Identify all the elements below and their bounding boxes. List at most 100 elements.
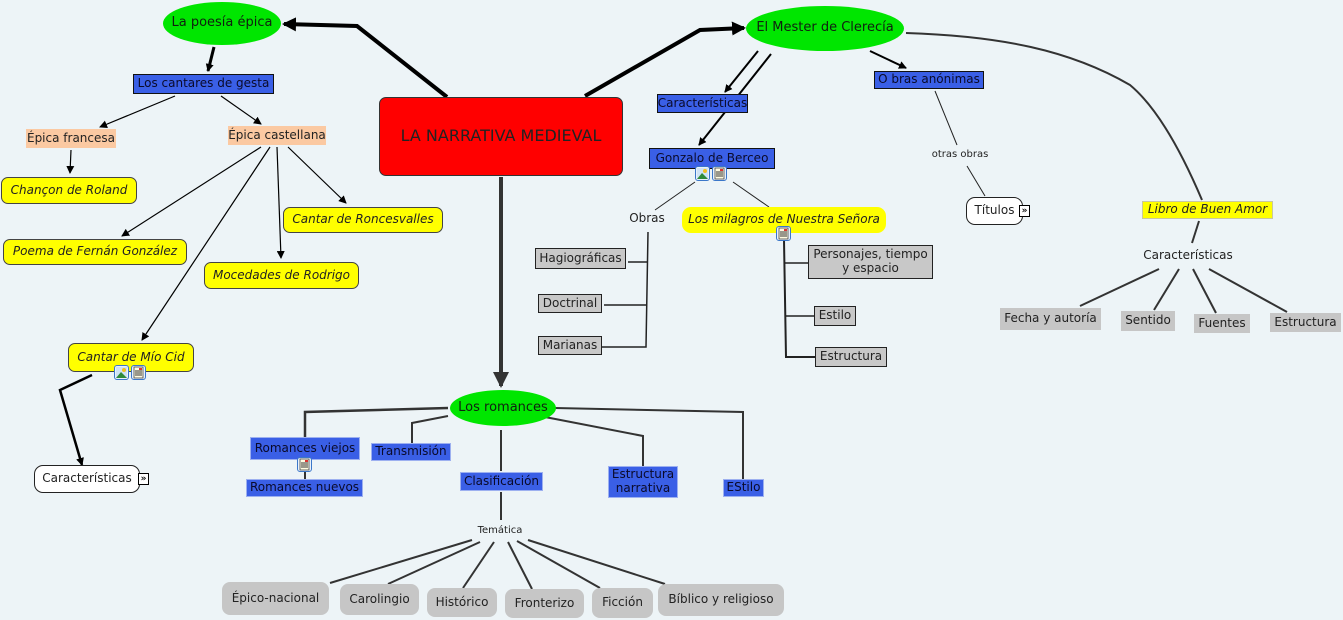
link-castellana-roncesvalles (287, 146, 347, 204)
node-label: Carolingio (349, 591, 410, 606)
node-label: Sentido (1125, 313, 1171, 328)
node-historico[interactable]: Histórico (427, 588, 497, 617)
link-castellana-fernan (121, 146, 262, 237)
link-berceo-obras (654, 181, 696, 211)
node-carolingio[interactable]: Carolingio (340, 584, 419, 615)
node-cantar-roncesvalles[interactable]: Cantar de Roncesvalles (283, 207, 443, 233)
document-attachment-icon[interactable] (712, 166, 727, 181)
node-label: EStilo (726, 480, 761, 495)
node-doctrinal[interactable]: Doctrinal (538, 294, 602, 313)
node-estructura-milagros[interactable]: Estructura (815, 347, 887, 367)
node-poema-fernan[interactable]: Poema de Fernán González (3, 239, 187, 265)
link-romances-estilo (554, 407, 744, 479)
node-label: Temática (477, 525, 523, 537)
document-attachment-icon[interactable] (297, 457, 312, 472)
node-label: La poesía épica (171, 15, 273, 31)
link-root-mester (584, 21, 746, 98)
node-label: Cantar de Mío Cid (77, 349, 185, 364)
node-label: Personajes, tiempo y espacio (813, 247, 928, 275)
node-estilo-milagros[interactable]: Estilo (814, 306, 856, 326)
node-fecha-autoria[interactable]: Fecha y autoría (1000, 308, 1101, 330)
node-sentido[interactable]: Sentido (1121, 311, 1175, 331)
node-label: Romances viejos (254, 440, 356, 455)
link-romances-transmision (411, 415, 449, 443)
node-hagiograficas[interactable]: Hagiográficas (535, 248, 626, 269)
node-romances-viejos[interactable]: Romances viejos (250, 437, 360, 460)
node-label: Gonzalo de Berceo (655, 150, 769, 165)
expand-submap-icon[interactable]: » (1019, 205, 1030, 217)
node-label: Fecha y autoría (1004, 311, 1097, 326)
node-marianas[interactable]: Marianas (538, 336, 602, 355)
node-titulos[interactable]: Títulos (966, 197, 1023, 225)
node-label: El Mester de Clerecía (756, 20, 894, 36)
node-fuentes[interactable]: Fuentes (1194, 314, 1250, 333)
node-obras-anonimas[interactable]: O bras anónimas (874, 71, 984, 89)
link-miocid-caract (58, 373, 93, 466)
link-cantares-castellana (220, 95, 262, 125)
link-cantares-francesa (99, 95, 176, 129)
node-label: Características (657, 95, 748, 110)
node-label: Épica francesa (26, 130, 115, 145)
link-epica-cantares (205, 46, 216, 72)
node-caracteristicas-cid[interactable]: Características (34, 465, 140, 493)
node-clasificacion[interactable]: Clasificación (460, 472, 543, 491)
link-romances-estructura (544, 416, 644, 466)
root-label: LA NARRATIVA MEDIEVAL (400, 126, 602, 146)
node-label: Romances nuevos (249, 480, 360, 495)
node-label: Épica castellana (228, 127, 326, 142)
node-estilo-romances[interactable]: EStilo (723, 479, 764, 497)
node-label: Estructura narrativa (611, 467, 675, 495)
link-romances-viejos (303, 406, 449, 437)
node-transmision[interactable]: Transmisión (371, 443, 451, 461)
node-fronterizo[interactable]: Fronterizo (505, 589, 584, 618)
node-label: Poema de Fernán González (12, 244, 178, 259)
link-mester-caract (724, 50, 759, 93)
node-label: Marianas (542, 337, 598, 352)
root-node[interactable]: LA NARRATIVA MEDIEVAL (379, 97, 623, 176)
node-epica-castellana[interactable]: Épica castellana (228, 126, 326, 145)
node-epico-nacional[interactable]: Épico-nacional (222, 582, 329, 615)
node-ficcion[interactable]: Ficción (592, 588, 653, 618)
node-epica-francesa[interactable]: Épica francesa (26, 129, 116, 148)
node-label: Histórico (435, 594, 489, 609)
node-obras: Obras (624, 210, 670, 228)
node-caracteristicas-mester[interactable]: Características (657, 94, 748, 113)
link-mester-anonimas (869, 50, 907, 69)
node-label: Características (42, 471, 132, 486)
image-attachment-icon[interactable] (695, 166, 710, 181)
node-estructura-buen-amor[interactable]: Estructura (1270, 313, 1341, 332)
node-personajes[interactable]: Personajes, tiempo y espacio (808, 245, 933, 279)
node-label: Épico-nacional (231, 590, 320, 605)
node-milagros[interactable]: Los milagros de Nuestra Señora (682, 207, 886, 233)
node-los-romances[interactable]: Los romances (450, 390, 556, 426)
node-romances-nuevos[interactable]: Romances nuevos (246, 479, 363, 497)
node-label: Los cantares de gesta (137, 76, 270, 91)
node-label: otras obras (931, 149, 989, 161)
node-estructura-narrativa[interactable]: Estructura narrativa (608, 466, 678, 498)
node-label: Clasificación (463, 473, 540, 488)
node-chancon-roland[interactable]: Chançon de Roland (1, 177, 137, 204)
node-libro-buen-amor[interactable]: Libro de Buen Amor (1142, 201, 1273, 219)
expand-submap-icon[interactable]: » (138, 473, 149, 485)
link-root-epica (282, 17, 449, 99)
node-mester-clerecia[interactable]: El Mester de Clerecía (746, 6, 904, 51)
document-attachment-icon[interactable] (131, 365, 146, 380)
node-label: Los milagros de Nuestra Señora (688, 212, 880, 227)
node-label: Fronterizo (514, 595, 575, 610)
node-label: Títulos (974, 203, 1015, 218)
link-francesa-roland (66, 149, 75, 174)
node-poesia-epica[interactable]: La poesía épica (163, 2, 281, 45)
node-biblico-religioso[interactable]: Bíblico y religioso (658, 584, 784, 616)
link-buenamor-caract (1191, 220, 1200, 244)
image-attachment-icon[interactable] (114, 365, 129, 380)
node-label: Hagiográficas (539, 250, 622, 265)
link-berceo-milagros (732, 181, 770, 208)
node-label: O bras anónimas (878, 72, 980, 87)
node-cantares-gesta[interactable]: Los cantares de gesta (133, 74, 274, 94)
node-mocedades-rodrigo[interactable]: Mocedades de Rodrigo (204, 262, 359, 289)
node-label: Los romances (458, 399, 548, 415)
node-label: Mocedades de Rodrigo (212, 267, 351, 282)
node-label: Estructura (819, 349, 883, 364)
document-attachment-icon[interactable] (776, 226, 791, 241)
node-label: Bíblico y religioso (668, 592, 774, 607)
